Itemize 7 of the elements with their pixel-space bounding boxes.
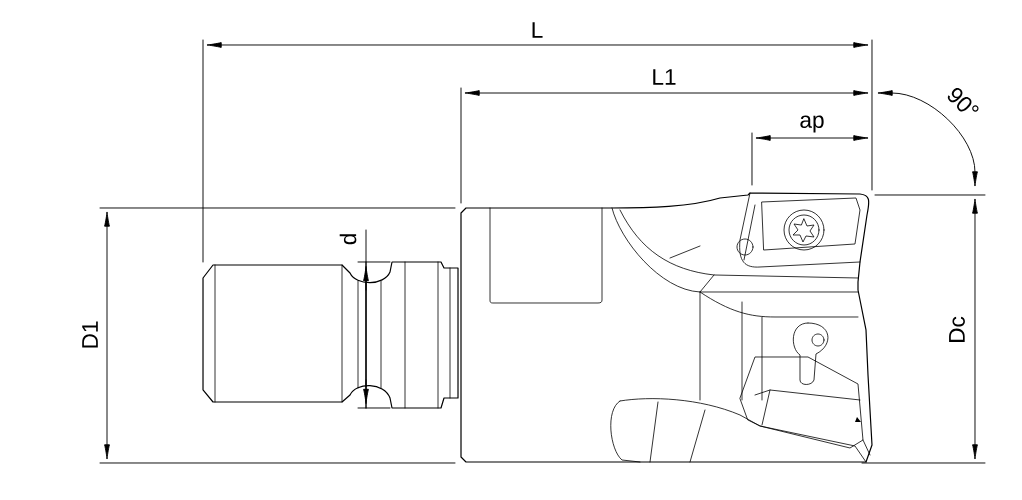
dimension-label: Dc [949,316,965,342]
dimension-label: ap [800,115,824,133]
dimension-label: d [339,234,357,245]
dimension-label: 90° [947,87,979,112]
dimension-label: L [532,22,543,38]
dimension-label: D1 [82,321,98,348]
dimension-label: L1 [653,69,676,85]
